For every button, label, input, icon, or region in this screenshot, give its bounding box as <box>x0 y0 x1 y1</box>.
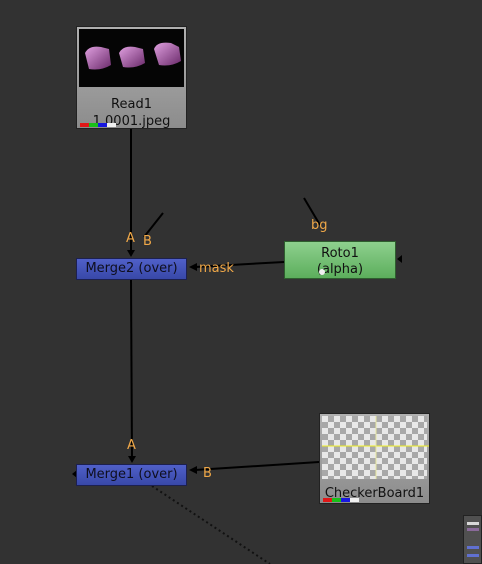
node-merge2[interactable]: Merge2 (over) <box>76 258 187 280</box>
red-channel-swatch <box>80 123 89 127</box>
minimap-item <box>467 528 479 531</box>
checkerboard1-name: CheckerBoard1 <box>324 486 425 501</box>
merge1-input-a-label: A <box>127 438 136 453</box>
merge2-input-b-label: B <box>143 234 152 249</box>
checkerboard1-thumbnail <box>322 416 429 479</box>
merge1-input-b-label: B <box>203 466 212 481</box>
navigator-minimap[interactable] <box>463 515 482 564</box>
checkerboard-guides <box>322 416 429 479</box>
merge1-mask-arrow-icon <box>72 470 77 478</box>
roto1-name: Roto1 <box>321 246 359 261</box>
node-read1[interactable]: Read1 1.0001.jpeg <box>76 26 187 129</box>
node-roto1[interactable]: Roto1 (alpha) <box>284 241 396 279</box>
blue-channel-swatch <box>341 498 350 502</box>
read1-thumbnail <box>79 29 184 87</box>
alpha-channel-swatch <box>107 123 116 127</box>
dangling-input-merge2-b[interactable] <box>143 212 164 238</box>
blue-channel-swatch <box>98 123 107 127</box>
node-merge1[interactable]: Merge1 (over) <box>76 464 187 486</box>
minimap-item <box>467 546 479 549</box>
merge1-label: Merge1 (over) <box>85 467 178 482</box>
connection-roto1-merge2-mask[interactable] <box>194 261 285 268</box>
arrow-merge2-a <box>127 250 135 257</box>
merge2-input-a-label: A <box>126 231 135 246</box>
arrow-merge1-b <box>189 466 197 474</box>
arrow-merge2-mask <box>189 263 197 271</box>
alpha-channel-swatch <box>350 498 359 502</box>
connection-checkerboard1-merge1-b[interactable] <box>194 461 320 471</box>
green-channel-swatch <box>332 498 341 502</box>
read1-name: Read1 <box>111 97 152 112</box>
connection-merge1-output[interactable] <box>151 485 271 564</box>
roto1-alpha-dot-icon <box>319 269 325 275</box>
node-checkerboard1[interactable]: CheckerBoard1 <box>319 413 430 504</box>
roto1-channel: (alpha) <box>316 262 364 277</box>
read1-thumbnail-image <box>85 42 181 70</box>
merge2-mask-label: mask <box>199 261 234 276</box>
green-channel-swatch <box>89 123 98 127</box>
minimap-item <box>467 554 479 557</box>
dangling-input-roto1-bg[interactable] <box>303 197 321 226</box>
minimap-item <box>467 522 479 525</box>
arrow-merge1-a <box>128 456 136 463</box>
roto1-mask-arrow-icon <box>397 255 402 263</box>
red-channel-swatch <box>323 498 332 502</box>
roto1-bg-label: bg <box>311 218 328 233</box>
merge2-label: Merge2 (over) <box>85 261 178 276</box>
connection-merge2-merge1[interactable] <box>130 279 133 459</box>
